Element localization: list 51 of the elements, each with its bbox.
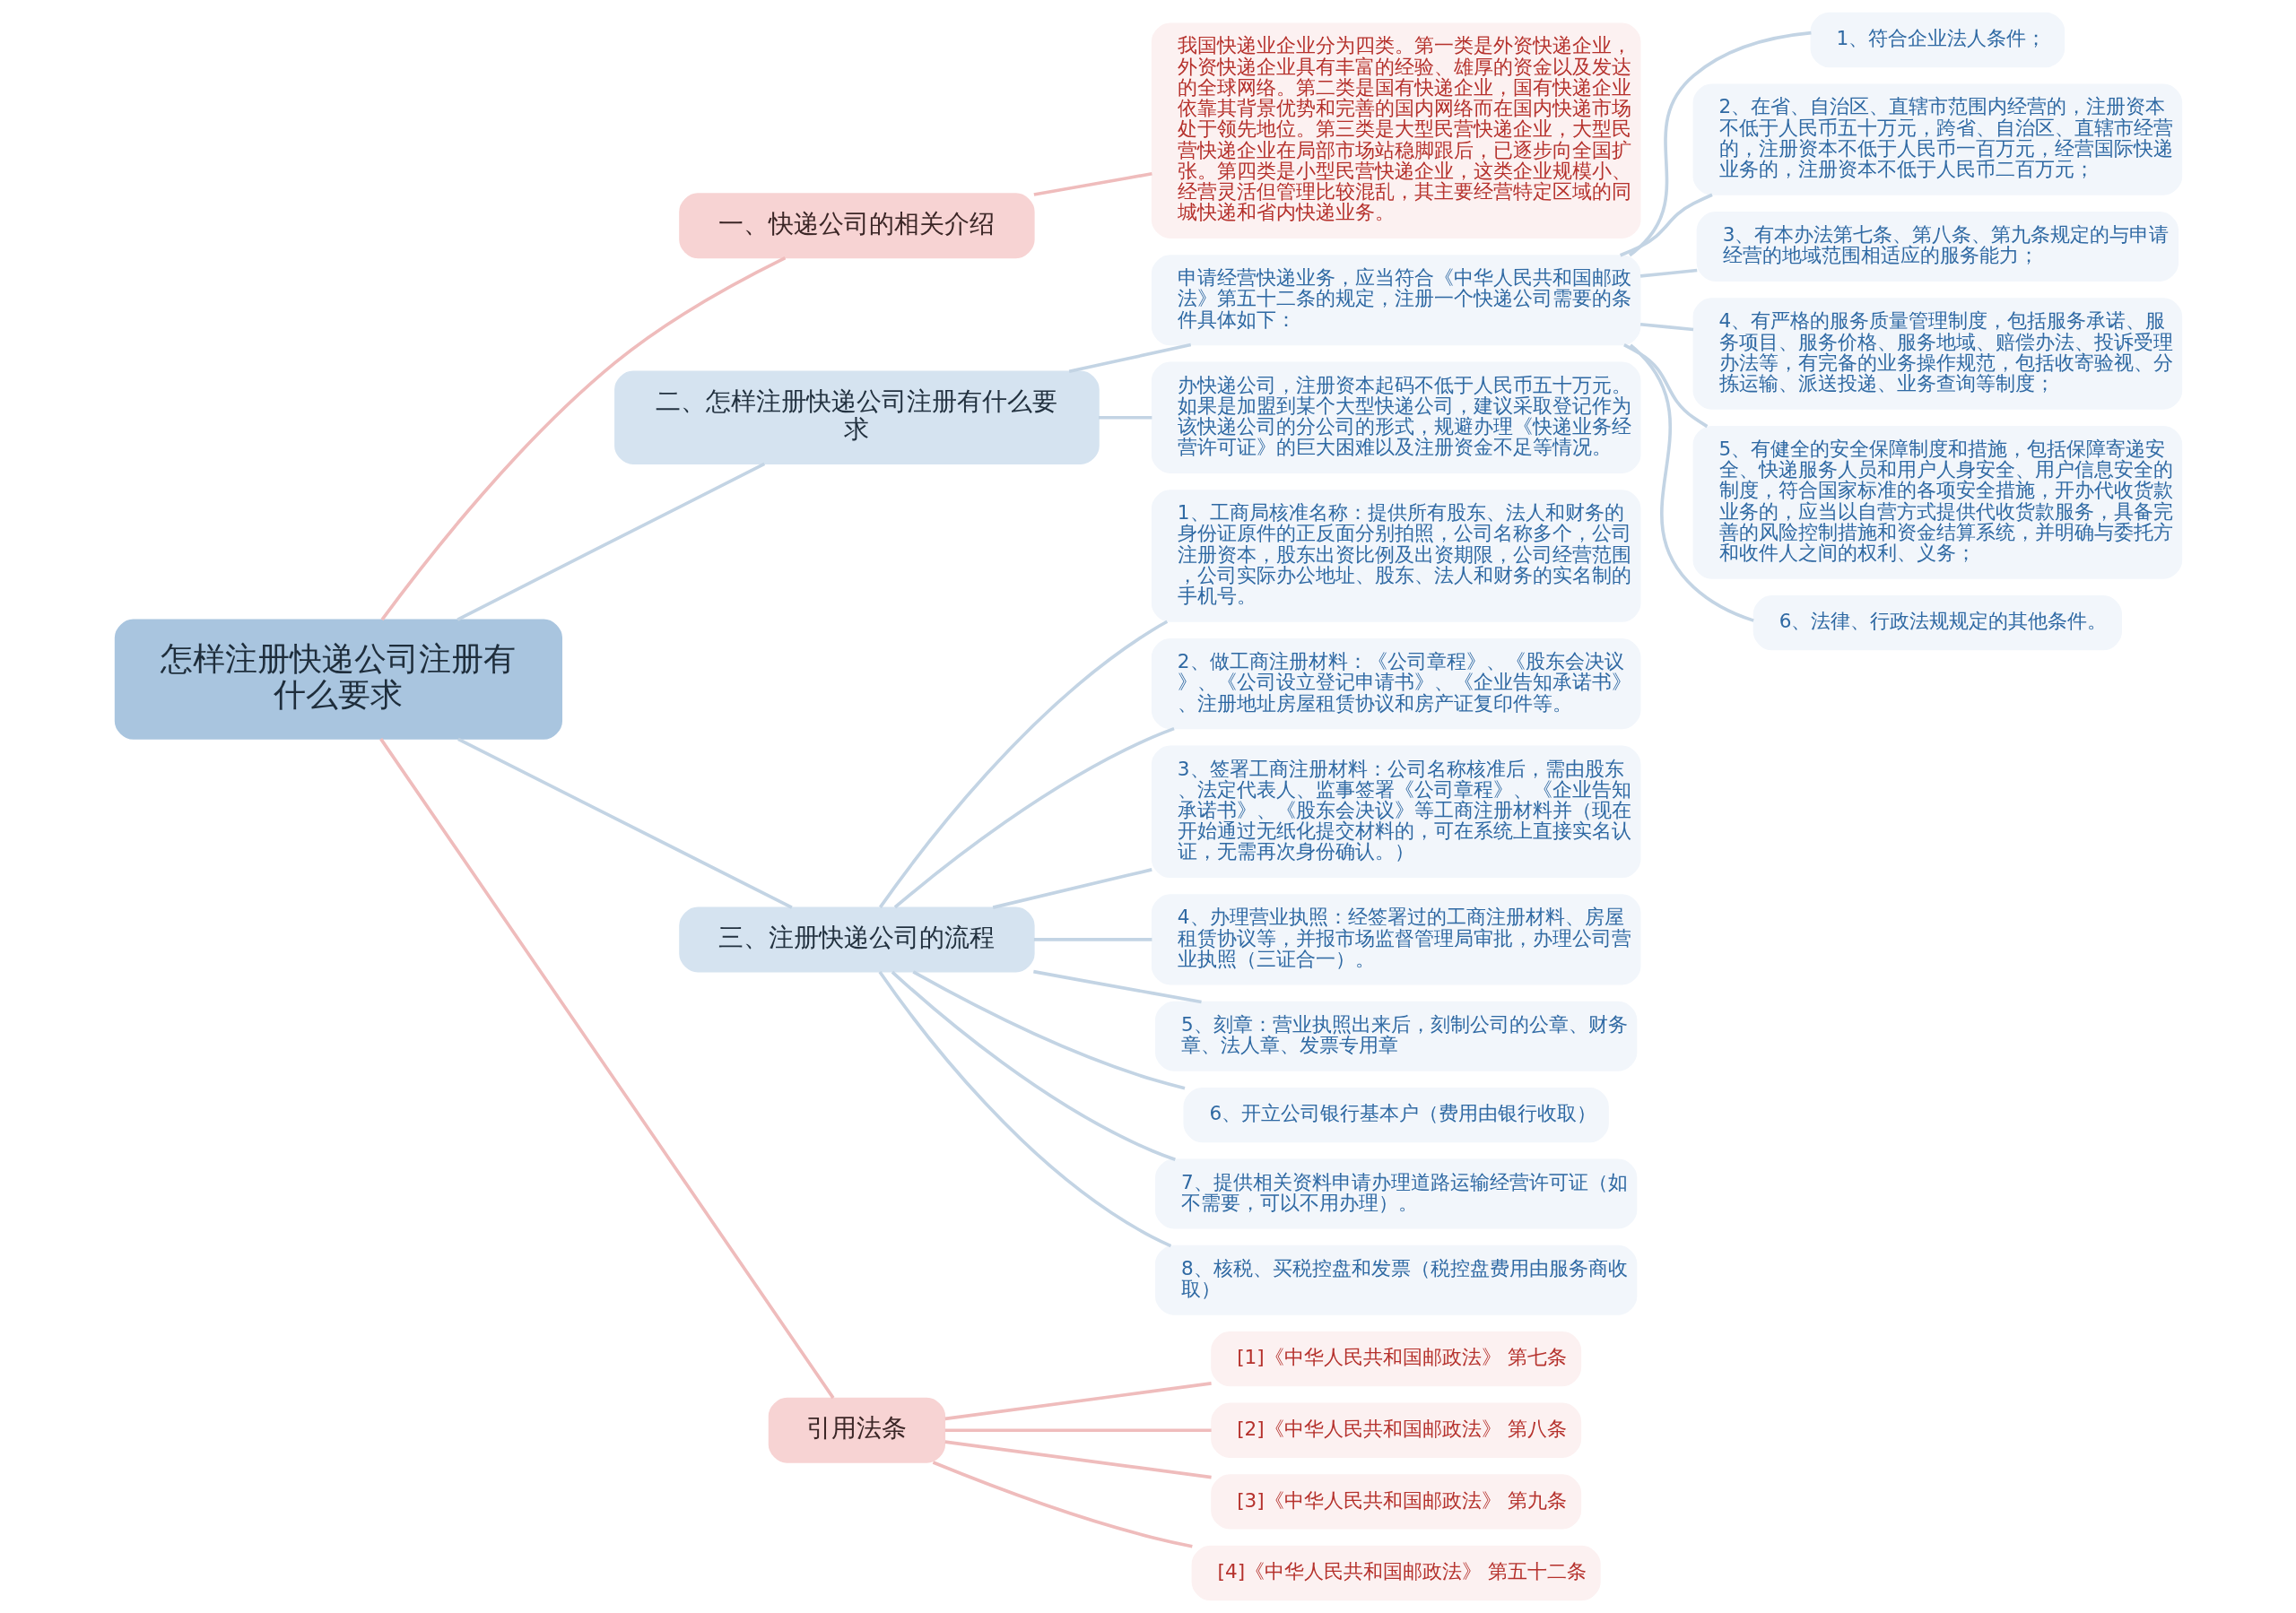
node-box: [3]《中华人民共和国邮政法》 第九条: [1210, 1474, 1581, 1530]
node-box: 4、办理营业执照：经签署过的工商注册材料、房屋租赁协议等，并报市场监督管理局审批，办理公司营业执照（三证合一）。: [1151, 894, 1640, 985]
node-box: 6、法律、行政法规规定的其他条件。: [1752, 594, 2122, 651]
connector: [932, 1461, 1193, 1548]
node-box: 办快递公司，注册资本起码不低于人民币五十万元。如果是加盟到某个大型快递公司，建议采取登记作为该快递公司的分公司的形式，规避办理《快递业务经营许可证》的巨大困难以及注册资金不足等情况。: [1151, 361, 1640, 473]
connector: [1639, 268, 1697, 278]
connector: [1033, 171, 1152, 196]
node-box: 5、刻章：营业执照出来后，刻制公司的公章、财务章、法人章、发票专用章: [1154, 1001, 1637, 1071]
connector: [1622, 343, 1708, 429]
node-box: 1、工商局核准名称：提供所有股东、法人和财务的身份证原件的正反面分别拍照，公司名称多个，公司注册资本，股东出资比例及出资期限，公司经营范围，公司实际办公地址、股东、法人和财务的实名制的手机号。: [1151, 490, 1640, 622]
connector: [877, 970, 1171, 1248]
connector: [1032, 969, 1202, 1004]
node-box: 4、有严格的服务质量管理制度，包括服务承诺、服务项目、服务价格、服务地域、赔偿办法、投诉受理办法等，有完备的业务操作规范，包括收寄验视、分拣运输、派送投递、业务查询等制度；: [1692, 298, 2182, 410]
node-box: 三、注册快递公司的流程: [678, 906, 1035, 973]
connector: [1098, 415, 1152, 420]
connector: [1639, 322, 1693, 332]
node-box: 2、做工商注册材料：《公司章程》、《股东会决议》、《公司设立登记申请书》、《企业告知承诺书》、注册地址房屋租赁协议和房产证复印件等。: [1151, 638, 1640, 730]
connector: [1033, 938, 1152, 941]
node-box: 我国快递业企业分为四类。第一类是外资快递企业，外资快递企业具有丰富的经验、雄厚的资金以及发达的全球网络。第二类是国有快递企业，国有快递企业依靠其背景优势和完善的国内网络而在国内快递市场处于领先地位。第三类是大型民营快递企业，大型民营快递企业在局部市场站稳脚跟后，已逐步向全国扩张。第四类是小型民营快递企业，这类企业规模小、经营灵活但管理比较混乱，其主要经营特定区域的同城快递和省内快递业务。: [1151, 22, 1640, 238]
connector: [893, 726, 1175, 909]
node-box: [2]《中华人民共和国邮政法》 第八条: [1210, 1402, 1581, 1458]
node-box: 8、核税、买税控盘和发票（税控盘费用由服务商收取）: [1154, 1244, 1637, 1315]
node-box: 2、在省、自治区、直辖市范围内经营的，注册资本不低于人民币五十万元，跨省、自治区、直辖市经营的，注册资本不低于人民币一百万元，经营国际快递业务的，注册资本不低于人民币二百万元；: [1692, 83, 2182, 195]
node-box: [4]《中华人民共和国邮政法》 第五十二条: [1191, 1545, 1601, 1601]
connector: [1068, 343, 1191, 374]
node-box: 5、有健全的安全保障制度和措施，包括保障寄递安全、快递服务人员和用户人身安全、用户信息安全的制度，符合国家标准的各项安全措施，开办代收货款业务的，应当以自营方式提供代收货款服务，具备完善的风险控制措施和资金结算系统，并明确与委托方和收件人之间的权利、义务；: [1692, 425, 2182, 579]
node-box: 申请经营快递业务，应当符合《中华人民共和国邮政法》第五十二条的规定，注册一个快递公司需要的条件具体如下：: [1151, 255, 1640, 346]
node-box: 二、怎样注册快递公司注册有什么要求: [613, 370, 1100, 465]
node-box: 6、开立公司银行基本户（费用由银行收取）: [1183, 1087, 1609, 1143]
node-box: [1]《中华人民共和国邮政法》 第七条: [1210, 1331, 1581, 1387]
node-box: 3、签署工商注册材料：公司名称核准后，需由股东、法定代表人、监事签署《公司章程》、《企业告知承诺书》、《股东会决议》等工商注册材料并（现在开始通过无纸化提交材料的，可在系统上直接实名认证，无需再次身份确认。）: [1151, 745, 1640, 879]
connector: [944, 1382, 1212, 1421]
node-box: 一、快递公司的相关介绍: [678, 193, 1035, 259]
connector: [891, 970, 1176, 1161]
connector: [457, 737, 793, 909]
connector: [1619, 193, 1713, 257]
connector: [911, 970, 1185, 1090]
connector: [456, 462, 765, 621]
connector: [992, 868, 1152, 909]
node-box: 引用法条: [768, 1397, 945, 1463]
connector: [1629, 343, 1754, 622]
connector: [380, 256, 786, 621]
connector: [944, 1440, 1212, 1479]
connector: [378, 738, 834, 1400]
node-box: 怎样注册快递公司注册有什么要求: [114, 619, 562, 740]
node-box: 3、有本办法第七条、第八条、第九条规定的与申请经营的地域范围相适应的服务能力；: [1696, 212, 2179, 282]
connector: [944, 1428, 1212, 1433]
connector: [1628, 30, 1812, 257]
node-box: 1、符合企业法人条件；: [1810, 12, 2065, 68]
node-box: 7、提供相关资料申请办理道路运输经营许可证（如不需要，可以不用办理）。: [1154, 1158, 1637, 1229]
connector: [878, 620, 1168, 908]
